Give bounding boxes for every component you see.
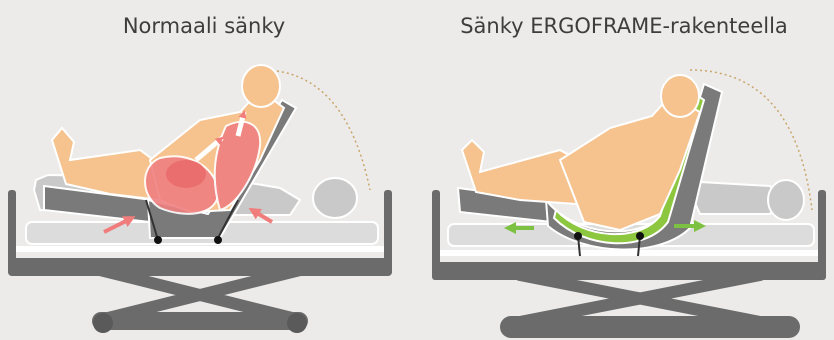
arrow-pressure-icon (235, 110, 247, 137)
bed-base (500, 269, 800, 338)
lying-figure (688, 179, 805, 221)
bed-frame (8, 190, 392, 276)
backrest-section (544, 82, 724, 251)
pressure-zone (144, 120, 262, 215)
arrow-pressure-icon (103, 216, 136, 234)
patient (460, 74, 702, 232)
pivot-point (154, 236, 162, 244)
pivot-point (574, 232, 582, 240)
arrow-pressure-icon (194, 136, 224, 162)
ergoframe-bed (432, 69, 826, 338)
arrow-pressure-icon (248, 207, 274, 224)
normal-bed (8, 64, 392, 333)
pivot-point (214, 236, 222, 244)
normal-bed-title: Normaali sänky (122, 14, 286, 38)
bed-frame (432, 190, 826, 280)
relief-zone (552, 94, 706, 245)
pivot-point (636, 232, 644, 240)
ergoframe-bed-title: Sänky ERGOFRAME-rakenteella (460, 14, 788, 38)
bed-base (92, 264, 308, 333)
